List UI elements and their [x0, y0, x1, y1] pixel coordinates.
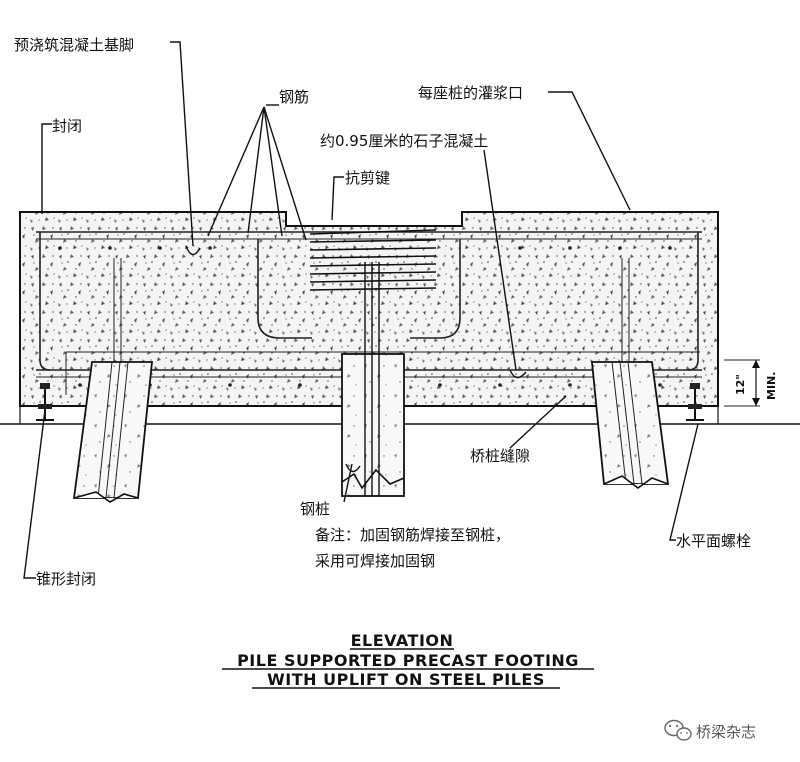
title-block: ELEVATION PILE SUPPORTED PRECAST FOOTING… [222, 631, 594, 689]
watermark: 桥梁杂志 [664, 719, 756, 741]
label-rebar: 钢筋 [279, 88, 309, 106]
label-pile-gap: 桥桩缝隙 [470, 447, 530, 465]
title-line3: WITH UPLIFT ON STEEL PILES [267, 670, 545, 689]
title-line1: ELEVATION [351, 631, 454, 650]
right-steel-pile [591, 361, 670, 489]
label-pea-gravel: 约0.95厘米的石子混凝土 [320, 132, 488, 150]
label-steel-pile: 钢桩 [300, 500, 330, 518]
label-leveling-bolt: 水平面螺栓 [676, 532, 751, 550]
dimension-value: 12" [734, 374, 747, 395]
watermark-text: 桥梁杂志 [696, 723, 756, 741]
center-steel-pile [341, 262, 405, 497]
left-steel-pile [72, 361, 153, 503]
leader-lines [23, 41, 699, 579]
precast-footing [19, 211, 719, 407]
label-grout-port: 每座桩的灌浆口 [418, 84, 523, 102]
label-note-line1: 备注：加固钢筋焊接至钢桩， [315, 526, 510, 544]
label-seal: 封闭 [52, 117, 82, 135]
wechat-icon [664, 719, 692, 741]
dimension-min-label: MIN. [765, 372, 778, 400]
shear-key [306, 225, 440, 291]
label-precast-footing: 预浇筑混凝土基脚 [14, 36, 134, 54]
right-leveling-bolt [686, 383, 704, 421]
label-note-line2: 采用可焊接加固钢 [315, 552, 435, 570]
label-shear-key: 抗剪键 [345, 169, 390, 187]
label-cone-seal: 锥形封闭 [36, 570, 96, 588]
title-line2: PILE SUPPORTED PRECAST FOOTING [237, 651, 579, 670]
dimension-12in-min: 12" MIN. [724, 359, 778, 407]
